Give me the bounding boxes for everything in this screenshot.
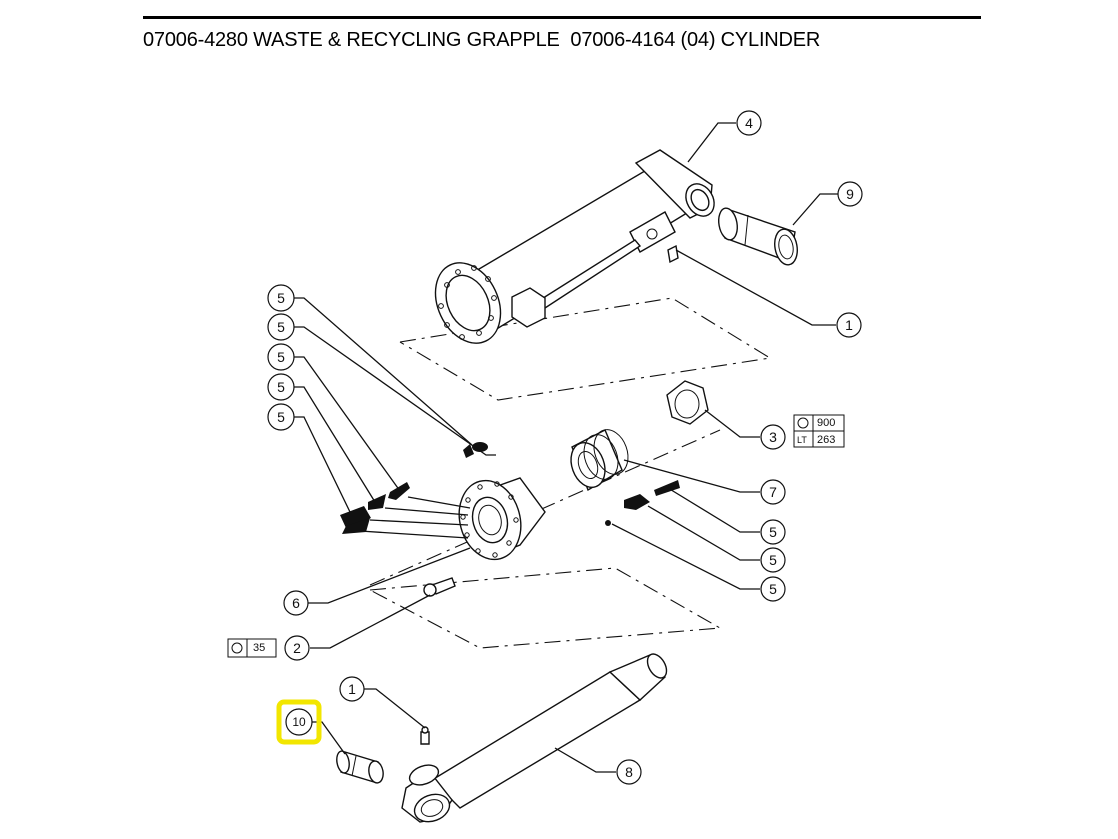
- torque-table-item-3: 900 LT 263: [793, 414, 845, 448]
- assembly-centerlines: [369, 297, 772, 649]
- barrel-part: [434, 149, 715, 344]
- torque-wrench-icon: [231, 642, 243, 654]
- callout-label: 2: [293, 640, 301, 656]
- callout-5-e: 5: [267, 403, 295, 431]
- callout-5-g: 5: [760, 547, 786, 573]
- grease-fitting-part-1: [420, 726, 430, 745]
- callout-label: 4: [745, 115, 753, 131]
- page-title: 07006-4280 WASTE & RECYCLING GRAPPLE 070…: [143, 29, 821, 51]
- torque-table-item-2: 35: [227, 638, 277, 658]
- torque-value-900: 900: [817, 417, 835, 429]
- callout-5-f: 5: [760, 519, 786, 545]
- loctite-value-263: 263: [817, 434, 835, 446]
- callout-label: 5: [769, 581, 777, 597]
- callout-8: 8: [616, 759, 642, 785]
- callout-5-b: 5: [267, 313, 295, 341]
- callout-label: 10: [292, 715, 306, 729]
- callout-1-bottom: 1: [339, 676, 365, 702]
- callout-10: 10: [276, 699, 322, 745]
- callout-2: 2: [284, 635, 310, 661]
- torque-value-35: 35: [253, 642, 265, 654]
- piston-part-7: [570, 429, 629, 492]
- callout-label: 5: [277, 349, 285, 365]
- bushing-part-10: [336, 750, 384, 784]
- callout-label: 5: [277, 290, 285, 306]
- torque-wrench-icon: [797, 417, 809, 429]
- nut-part-3: [666, 380, 709, 425]
- bushing-part-9: [718, 207, 798, 266]
- callout-9: 9: [837, 181, 863, 207]
- callout-3: 3: [760, 424, 786, 450]
- callout-6: 6: [283, 590, 309, 616]
- callout-1-top: 1: [836, 312, 862, 338]
- callout-label: 6: [292, 595, 300, 611]
- callout-label: 5: [769, 524, 777, 540]
- callout-label: 8: [625, 764, 633, 780]
- callout-5-h: 5: [760, 576, 786, 602]
- callout-7: 7: [760, 479, 786, 505]
- callout-label: 9: [846, 186, 854, 202]
- callout-5-d: 5: [267, 373, 295, 401]
- callout-label: 5: [277, 319, 285, 335]
- callout-label: 1: [845, 317, 853, 333]
- callout-label: 1: [348, 681, 356, 697]
- loctite-label: LT: [797, 435, 807, 445]
- callout-label: 5: [277, 409, 285, 425]
- screw-part-2: [423, 577, 456, 597]
- callout-4: 4: [736, 110, 762, 136]
- leader-lines: [294, 122, 838, 773]
- gland-part-6: [458, 477, 546, 561]
- rod-part-8: [401, 653, 668, 823]
- highlight-box: [276, 699, 322, 745]
- header-rule: [143, 16, 981, 19]
- callout-label: 7: [769, 484, 777, 500]
- callout-label: 5: [277, 379, 285, 395]
- seal-kit-parts-5: [340, 442, 680, 534]
- callout-5-c: 5: [267, 343, 295, 371]
- callout-label: 3: [769, 429, 777, 445]
- callout-5-a: 5: [267, 284, 295, 312]
- callout-label: 5: [769, 552, 777, 568]
